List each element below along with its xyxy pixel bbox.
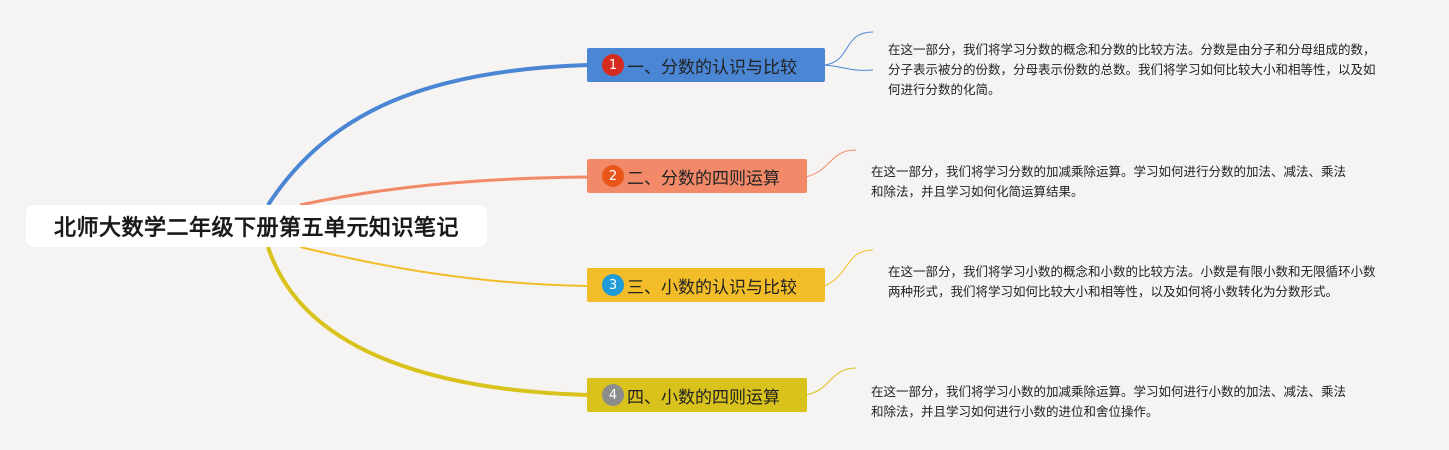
branch-title: 四、小数的四则运算 [627,387,780,408]
branch-title: 一、分数的认识与比较 [627,57,797,78]
branch-title: 二、分数的四则运算 [627,168,780,189]
description-text: 在这一部分，我们将学习分数的加减乘除运算。学习如何进行分数的加法、减法、乘法和除… [871,164,1347,199]
branch-description-4[interactable]: 在这一部分，我们将学习小数的加减乘除运算。学习如何进行小数的加法、减法、乘法和除… [871,382,1349,422]
description-text: 在这一部分，我们将学习分数的概念和分数的比较方法。分数是由分子和分母组成的数，分… [888,42,1376,97]
number-badge-icon: 2 [602,165,624,187]
description-connector-1 [823,31,874,66]
description-connector-3 [823,249,874,287]
branch-description-1[interactable]: 在这一部分，我们将学习分数的概念和分数的比较方法。分数是由分子和分母组成的数，分… [888,40,1383,100]
root-title: 北师大数学二年级下册第五单元知识笔记 [53,216,459,241]
root-topic[interactable]: 北师大数学二年级下册第五单元知识笔记 [26,205,487,247]
branch-title: 三、小数的认识与比较 [627,277,797,298]
branch-topic-4[interactable]: 4 四、小数的四则运算 [587,378,807,412]
branch-description-2[interactable]: 在这一部分，我们将学习分数的加减乘除运算。学习如何进行分数的加法、减法、乘法和除… [871,162,1349,202]
number-badge-icon: 4 [602,384,624,406]
description-text: 在这一部分，我们将学习小数的概念和小数的比较方法。小数是有限小数和无限循环小数两… [888,264,1376,299]
description-text: 在这一部分，我们将学习小数的加减乘除运算。学习如何进行小数的加法、减法、乘法和除… [871,384,1347,419]
branch-connector-1 [266,63,589,207]
description-connector-4 [805,367,857,396]
branch-description-3[interactable]: 在这一部分，我们将学习小数的概念和小数的比较方法。小数是有限小数和无限循环小数两… [888,262,1383,302]
branch-topic-1[interactable]: 1 一、分数的认识与比较 [587,48,825,82]
branch-connector-2 [299,175,589,207]
branch-connector-4 [266,246,589,397]
branch-topic-2[interactable]: 2 二、分数的四则运算 [587,159,807,193]
branch-topic-3[interactable]: 3 三、小数的认识与比较 [587,268,825,302]
description-connector-1b [823,64,874,71]
description-connector-2 [805,149,857,178]
branch-connector-3 [299,246,589,287]
number-badge-icon: 1 [602,54,624,76]
number-badge-icon: 3 [602,274,624,296]
